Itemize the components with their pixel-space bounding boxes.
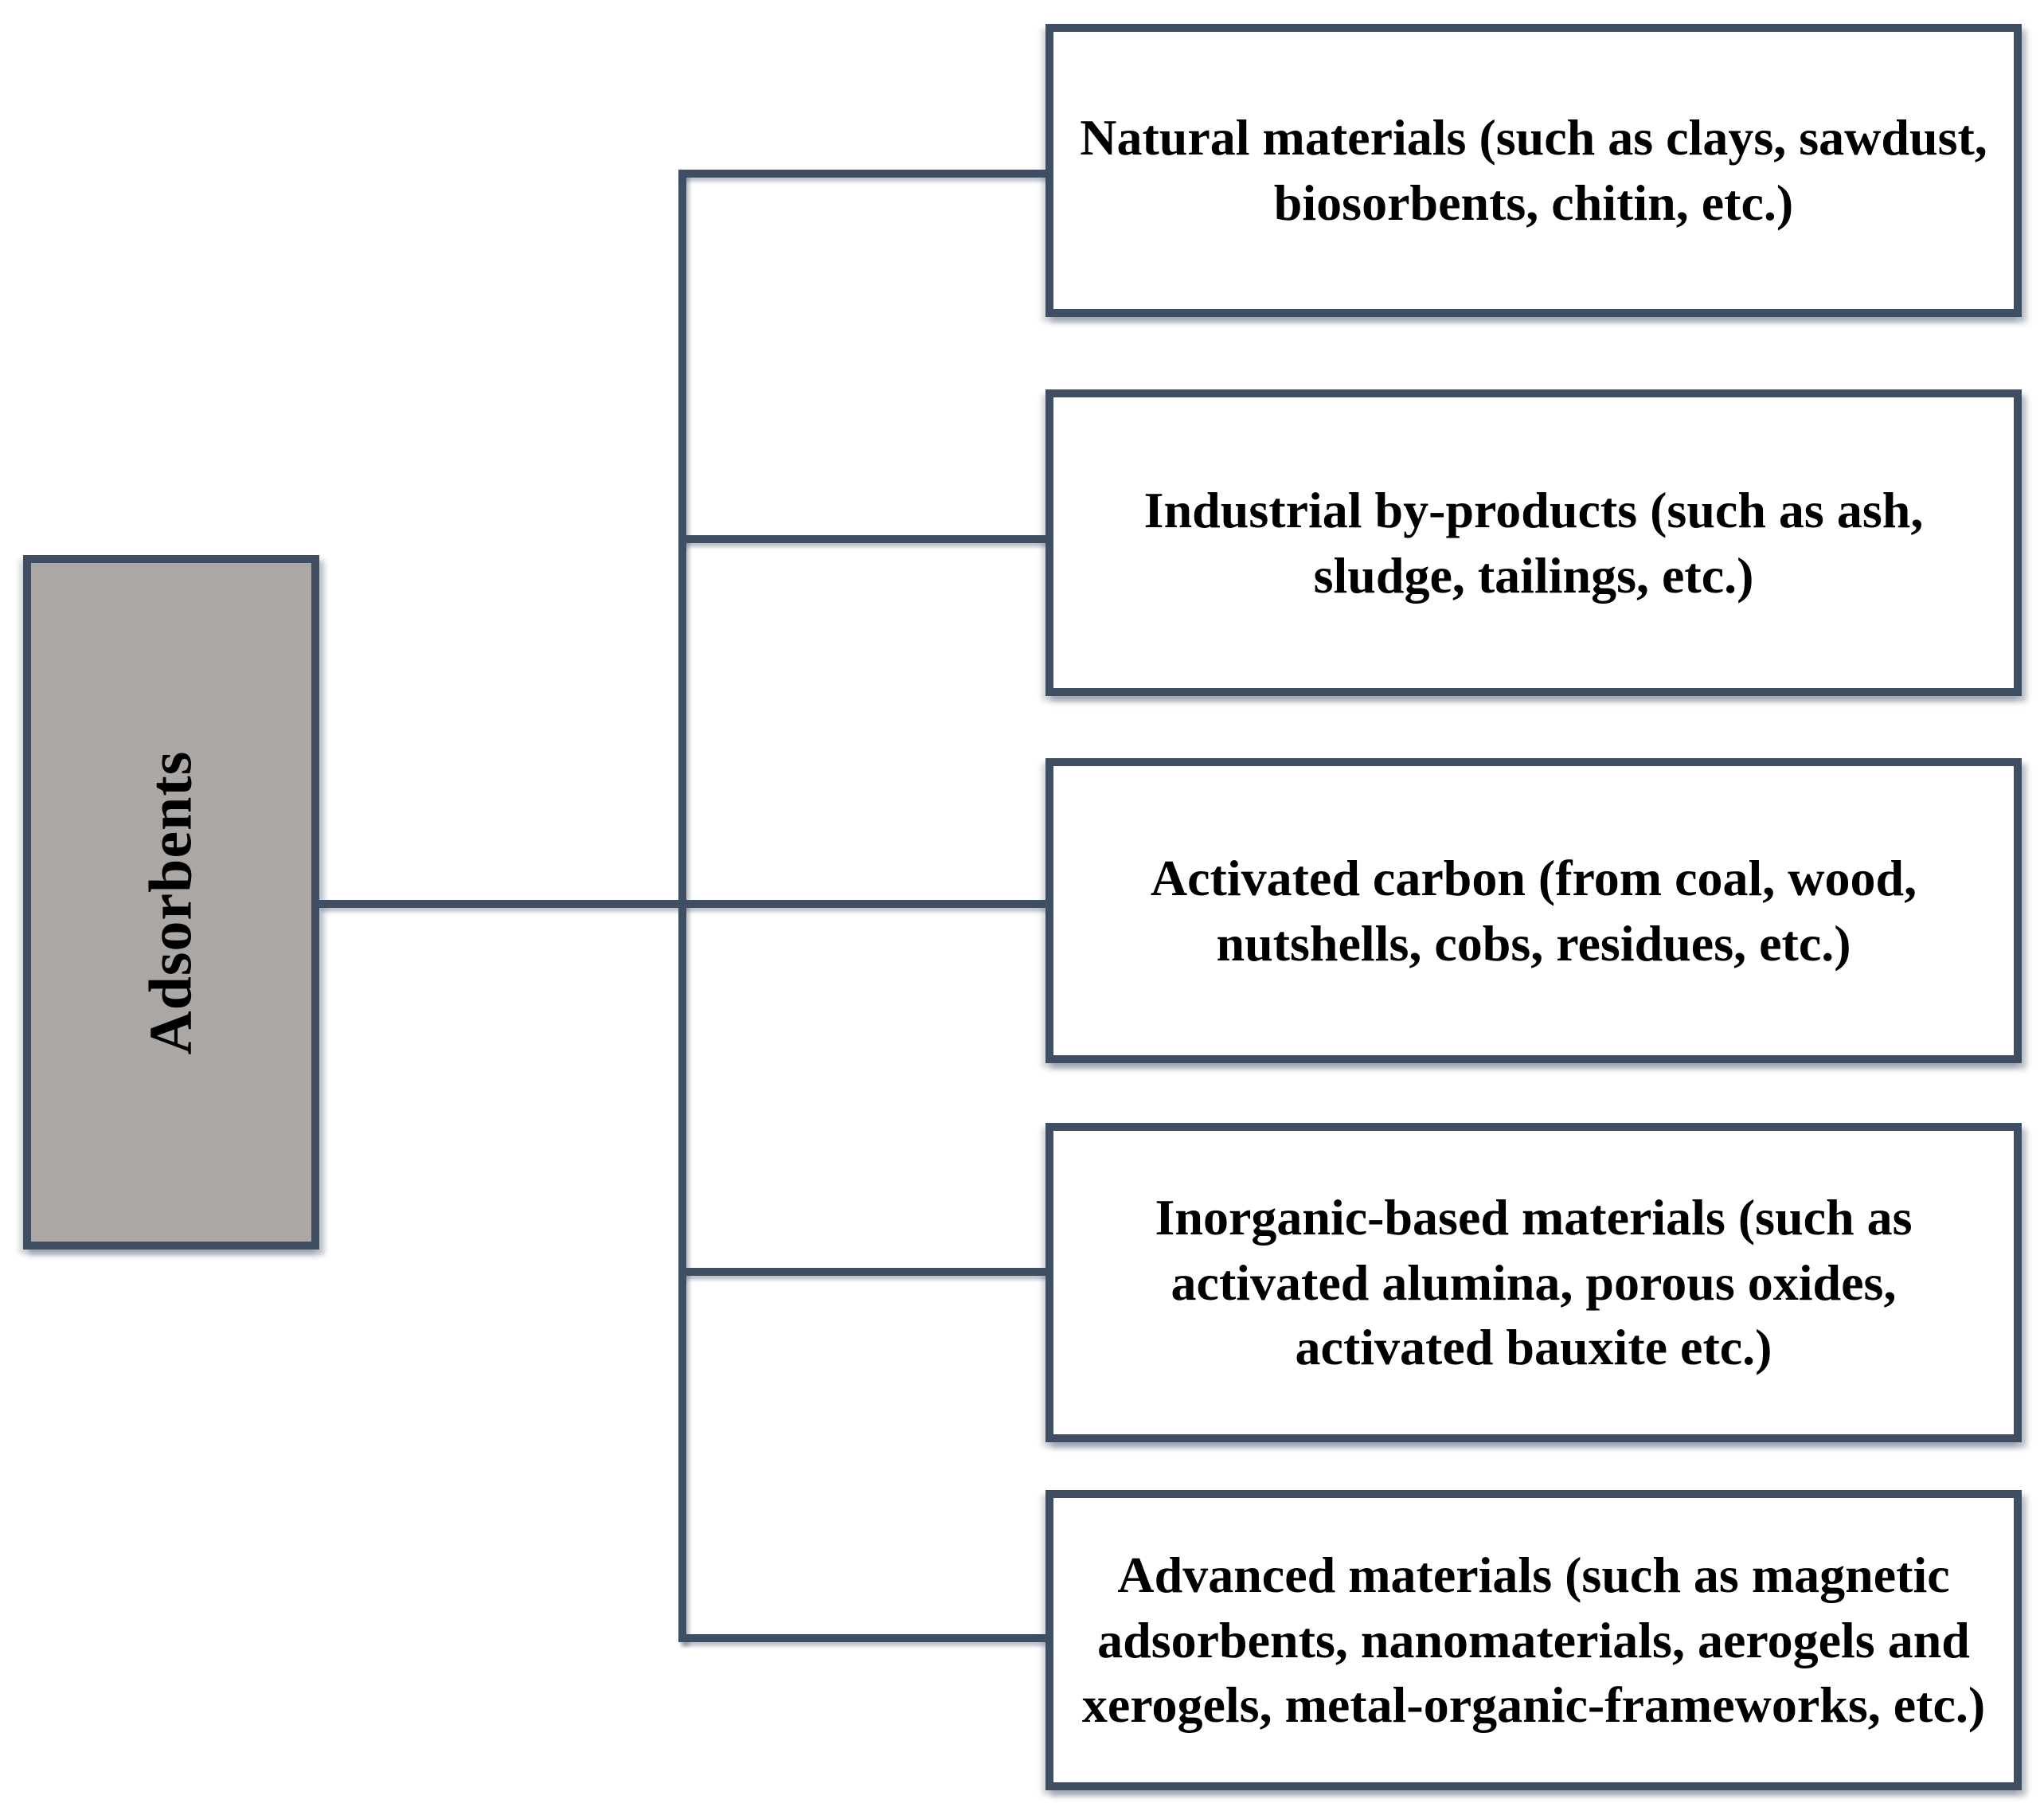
- connector-branch-inorganic-based-materials: [678, 1268, 1045, 1276]
- node-advanced-materials-label: Advanced materials (such as magnetic ads…: [1081, 1546, 1986, 1734]
- connector-branch-industrial-by-products: [678, 535, 1045, 543]
- node-advanced-materials: Advanced materials (such as magnetic ads…: [1045, 1490, 2022, 1790]
- node-natural-materials: Natural materials (such as clays, sawdus…: [1045, 24, 2022, 317]
- root-node-adsorbents: Adsorbents: [23, 555, 319, 1250]
- node-inorganic-based-materials-label: Inorganic-based materials (such as activ…: [1155, 1188, 1913, 1376]
- connector-branch-advanced-materials: [678, 1634, 1045, 1642]
- node-activated-carbon-label: Activated carbon (from coal, wood, nutsh…: [1150, 849, 1917, 972]
- node-industrial-by-products-label: Industrial by-products (such as ash, slu…: [1143, 481, 1924, 604]
- node-activated-carbon: Activated carbon (from coal, wood, nutsh…: [1045, 758, 2022, 1063]
- node-inorganic-based-materials: Inorganic-based materials (such as activ…: [1045, 1123, 2022, 1442]
- connector-branch-natural-materials: [678, 170, 1045, 178]
- root-node-label: Adsorbents: [137, 750, 205, 1054]
- node-natural-materials-label: Natural materials (such as clays, sawdus…: [1080, 109, 1987, 231]
- connector-trunk-vertical: [678, 170, 686, 1642]
- node-industrial-by-products: Industrial by-products (such as ash, slu…: [1045, 389, 2022, 696]
